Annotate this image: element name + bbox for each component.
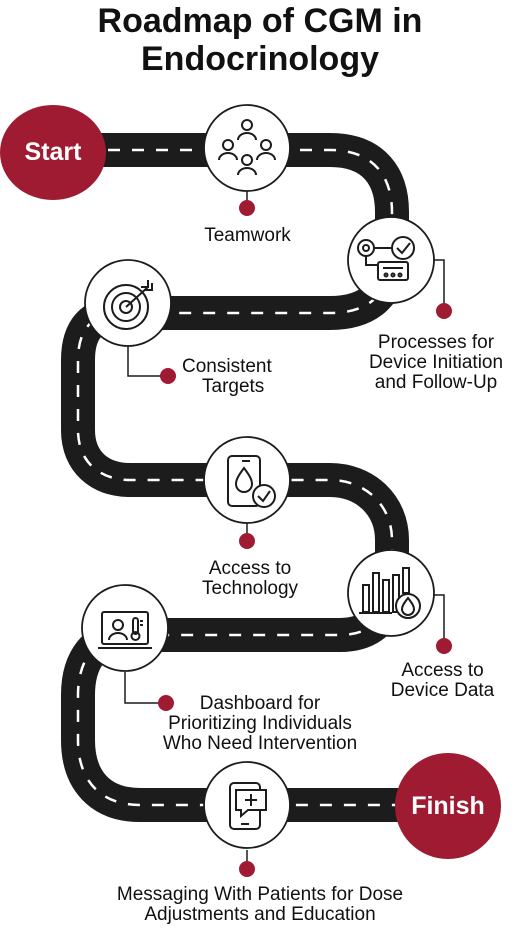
device-process-icon [347, 216, 435, 304]
step-marker-1 [239, 200, 255, 216]
teamwork-icon [203, 104, 291, 192]
step-label-access-device-data: Access to Device Data [390, 660, 495, 701]
dashboard-icon [81, 584, 169, 672]
step-label-processes: Processes for Device Initiation and Foll… [368, 332, 504, 393]
step-marker-3 [160, 368, 176, 384]
step-marker-4 [239, 533, 255, 549]
step-marker-2 [436, 303, 452, 319]
phone-drop-check-icon [203, 436, 291, 524]
step-marker-5 [436, 638, 452, 654]
title-line-1: Roadmap of CGM in [97, 2, 423, 40]
finish-label: Finish [411, 791, 485, 820]
step-label-access-technology: Access to Technology [201, 558, 299, 599]
step-label-consistent-targets: Consistent Targets [182, 356, 272, 397]
start-label: Start [24, 138, 82, 166]
step-label-teamwork: Teamwork [204, 225, 291, 246]
bar-chart-drop-icon [347, 549, 435, 637]
page-title: Roadmap of CGM in Endocrinology [0, 2, 520, 78]
step-markers [158, 200, 452, 877]
target-icon [84, 259, 172, 347]
step-label-messaging: Messaging With Patients for Dose Adjustm… [116, 884, 404, 925]
step-marker-6 [158, 695, 174, 711]
step-label-dashboard: Dashboard for Prioritizing Individuals W… [162, 693, 358, 754]
title-line-2: Endocrinology [141, 40, 379, 78]
start-badge: Start [0, 105, 106, 200]
finish-badge: Finish [395, 753, 501, 859]
messaging-icon [203, 761, 291, 849]
step-marker-7 [239, 861, 255, 877]
